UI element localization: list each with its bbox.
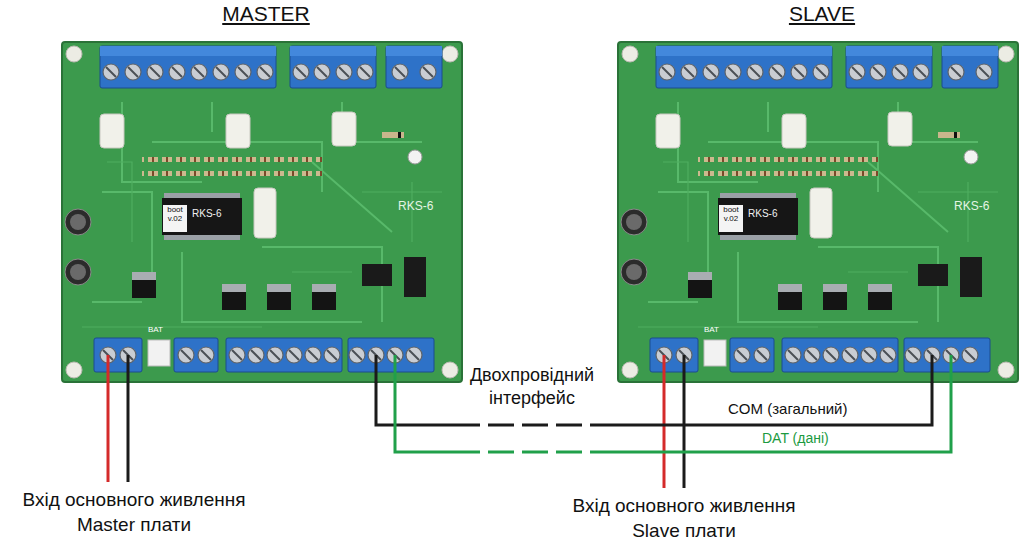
power-input-note: Вхід основного живлення Master плати: [0, 488, 268, 537]
power-wire: [663, 355, 666, 488]
chip-sticker-text: boot v.02: [163, 206, 187, 224]
board-marking: RKS-6: [954, 200, 989, 213]
power-input-note: Вхід основного живлення Slave плати: [550, 494, 818, 543]
wire-stub: [375, 355, 378, 383]
connector-label: BAT: [704, 326, 719, 335]
wire-stub: [931, 355, 934, 383]
interface-wire: [376, 382, 932, 425]
power-wire: [683, 355, 686, 488]
board-heading: MASTER: [62, 2, 470, 26]
slave-board: [618, 42, 1018, 382]
wire-stub: [950, 355, 953, 383]
interface-note: Двохпровідний інтерфейс: [448, 364, 616, 409]
wire-label: COM (загальний): [728, 400, 847, 417]
chip-marking: RKS-6: [192, 208, 221, 219]
chip-marking: RKS-6: [748, 208, 777, 219]
wire-label: DAT (дані): [762, 430, 829, 446]
master-board: [62, 42, 462, 382]
board-heading: SLAVE: [618, 2, 1024, 26]
chip-sticker-text: boot v.02: [719, 206, 743, 224]
wire-stub: [394, 355, 397, 383]
power-wire: [107, 355, 110, 482]
interface-wire: [395, 382, 951, 452]
connector-label: BAT: [148, 326, 163, 335]
board-marking: RKS-6: [398, 200, 433, 213]
power-wire: [127, 355, 130, 482]
